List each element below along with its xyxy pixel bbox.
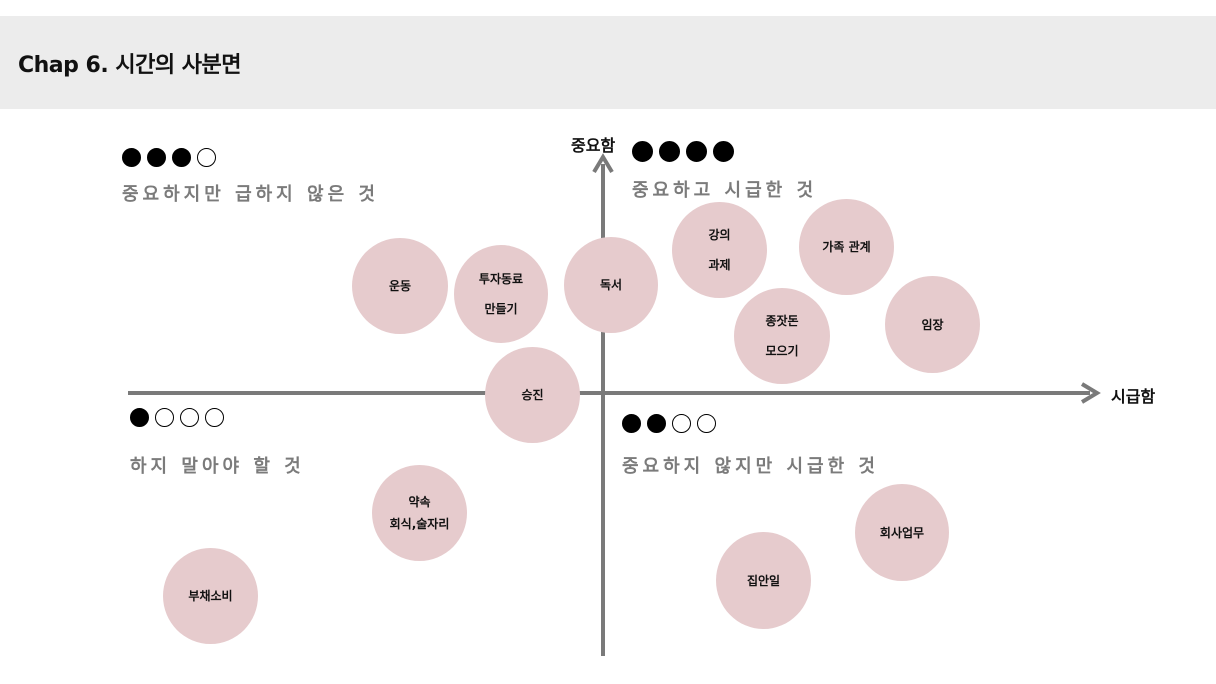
page-title: Chap 6. 시간의 사분면 xyxy=(18,53,241,78)
quadrant-label-bottom-left: 하지 말아야 할 것 xyxy=(130,456,305,477)
bubble-seed-money: 종잣돈 모으기 xyxy=(734,288,830,384)
bubble-chores: 집안일 xyxy=(716,532,811,629)
bubble-appointments: 약속 회식,술자리 xyxy=(372,465,467,561)
bubble-label: 회사업무 xyxy=(879,525,925,540)
bubble-label: 종잣돈 xyxy=(765,314,799,328)
filled-dot-icon xyxy=(686,141,707,162)
bubble-label: 임장 xyxy=(921,317,944,332)
vertical-axis-arrowhead xyxy=(592,153,614,174)
filled-dot-icon xyxy=(622,414,641,433)
bubble-label: 집안일 xyxy=(746,573,781,588)
bubble-family: 가족 관계 xyxy=(799,199,894,295)
bubble-label: 승진 xyxy=(521,388,544,402)
bubble-label: 투자동료 xyxy=(478,272,524,286)
bubble-label: 만들기 xyxy=(484,302,518,316)
empty-dot-icon xyxy=(180,408,199,427)
empty-dot-icon xyxy=(155,408,174,427)
dots-bottom-right xyxy=(622,414,716,433)
bubble-label: 독서 xyxy=(599,278,623,292)
bubble-parenting: 임장 xyxy=(885,276,980,373)
bubble-promotion: 승진 xyxy=(485,347,580,443)
bubble-lecture: 강의 과제 xyxy=(672,202,767,298)
horizontal-axis-label: 시급함 xyxy=(1111,387,1156,406)
filled-dot-icon xyxy=(659,141,680,162)
bubble-reading: 독서 xyxy=(564,237,658,333)
bubble-debt: 부채소비 xyxy=(163,548,258,644)
dots-top-left xyxy=(122,148,216,167)
filled-dot-icon xyxy=(647,414,666,433)
quadrant-label-top-right: 중요하고 시급한 것 xyxy=(632,180,818,201)
bubble-exercise: 운동 xyxy=(352,238,448,334)
quadrant-label-top-left: 중요하지만 급하지 않은 것 xyxy=(122,184,379,205)
bubble-label: 모으기 xyxy=(765,344,799,358)
dots-top-right xyxy=(632,141,734,162)
dots-bottom-left xyxy=(130,408,224,427)
bubble-label: 강의 xyxy=(708,228,731,242)
filled-dot-icon xyxy=(713,141,734,162)
bubble-label: 약속 xyxy=(408,495,431,509)
filled-dot-icon xyxy=(147,148,166,167)
empty-dot-icon xyxy=(197,148,216,167)
bubble-label: 회식,술자리 xyxy=(389,517,450,531)
bubble-colleagues: 투자동료 만들기 xyxy=(454,245,548,343)
filled-dot-icon xyxy=(122,148,141,167)
empty-dot-icon xyxy=(672,414,691,433)
bubble-work: 회사업무 xyxy=(855,484,949,581)
filled-dot-icon xyxy=(172,148,191,167)
bubble-label: 운동 xyxy=(388,279,412,293)
horizontal-axis-arrowhead xyxy=(1080,382,1101,404)
filled-dot-icon xyxy=(632,141,653,162)
vertical-axis-label: 중요함 xyxy=(571,136,616,155)
header-bar xyxy=(0,16,1216,109)
bubble-label: 가족 관계 xyxy=(822,240,871,254)
bubble-label: 과제 xyxy=(708,258,731,272)
bubble-label: 부채소비 xyxy=(188,589,233,603)
empty-dot-icon xyxy=(205,408,224,427)
filled-dot-icon xyxy=(130,408,149,427)
quadrant-label-bottom-right: 중요하지 않지만 시급한 것 xyxy=(622,456,879,477)
empty-dot-icon xyxy=(697,414,716,433)
